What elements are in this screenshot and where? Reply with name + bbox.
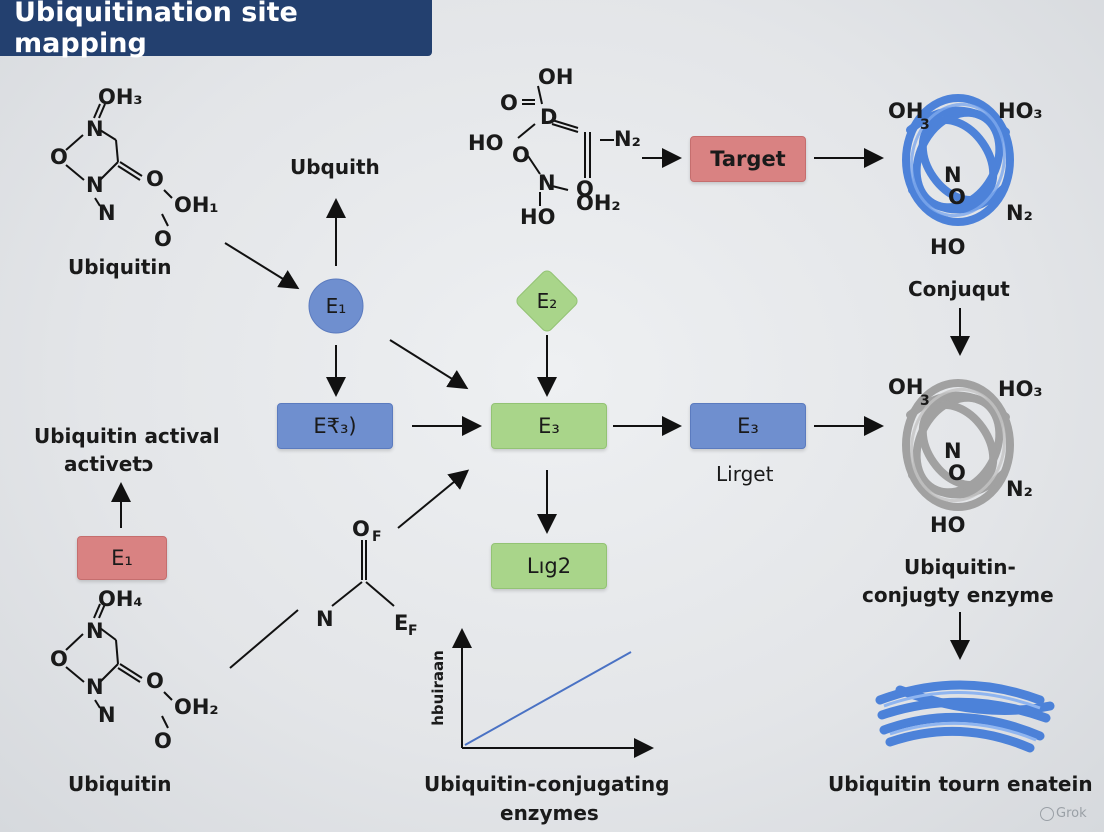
protein-label: O bbox=[948, 461, 966, 485]
enzyme-label-2: conjugty enzyme bbox=[862, 583, 1054, 607]
chem-label: N bbox=[538, 171, 556, 195]
e3-node-blue: E₃ bbox=[690, 403, 806, 449]
protein-label: 3 bbox=[920, 393, 930, 409]
chem-label: N bbox=[316, 607, 334, 631]
chem-label: O bbox=[146, 167, 164, 191]
protein-label: N bbox=[944, 163, 962, 187]
protein-label: N₂ bbox=[1006, 477, 1033, 501]
chem-label: O bbox=[50, 647, 68, 671]
e1-circle-label: E₁ bbox=[325, 294, 347, 318]
protein-structure-gray-highlight bbox=[910, 387, 1006, 503]
conjuqut-label: Conjuqut bbox=[908, 277, 1010, 301]
protein-label: N bbox=[944, 439, 962, 463]
target-node: Target bbox=[690, 136, 806, 182]
chem-label: OH₂ bbox=[174, 695, 219, 719]
lirget-label: Lirget bbox=[716, 462, 774, 486]
e1-red-node: E₁ bbox=[77, 536, 167, 580]
chem-structure-center bbox=[331, 540, 395, 607]
chem-label: OH₃ bbox=[98, 85, 143, 109]
ubiquitin-top-label: Ubiquitin bbox=[68, 255, 172, 279]
protein-structure-blue bbox=[902, 94, 1014, 226]
e2-diamond-label: E₂ bbox=[536, 289, 558, 313]
chem-label: F bbox=[372, 529, 382, 545]
protein-label: OH bbox=[888, 375, 924, 399]
chem-label: O bbox=[154, 729, 172, 753]
chem-label: O bbox=[154, 227, 172, 251]
e1-circle-node bbox=[308, 278, 364, 334]
chem-label: O bbox=[146, 669, 164, 693]
chem-label: O bbox=[512, 143, 530, 167]
protein-ribbon-highlight bbox=[883, 691, 1041, 742]
chem-label: F bbox=[408, 623, 418, 639]
ubiquitin-bottom-label: Ubiquitin bbox=[68, 772, 172, 796]
chem-label: D bbox=[540, 105, 558, 129]
chem-structure-bottom-left bbox=[65, 603, 173, 729]
protein-label: 3 bbox=[920, 117, 930, 133]
chem-label: HO bbox=[468, 131, 504, 155]
chart-caption-2: enzymes bbox=[500, 801, 599, 825]
watermark: Grok bbox=[1040, 802, 1087, 826]
chem-label: O bbox=[352, 517, 370, 541]
arrow-e1-to-e3 bbox=[389, 339, 469, 390]
grok-icon bbox=[1040, 806, 1054, 821]
protein-label: HO bbox=[930, 513, 966, 537]
chem-label: N bbox=[86, 619, 104, 643]
chem-label: E bbox=[394, 611, 409, 635]
protein-label: HO₃ bbox=[998, 99, 1043, 123]
chem-structure-top-center bbox=[517, 85, 614, 206]
e3-node-green: E₃ bbox=[491, 403, 607, 449]
activation-label-1: Ubiquitin actival bbox=[34, 424, 220, 448]
connector-ubiquitin-bottom bbox=[229, 609, 299, 669]
protein-label: O bbox=[948, 185, 966, 209]
chem-label: N bbox=[98, 201, 116, 225]
protein-label: HO bbox=[930, 235, 966, 259]
chart-caption-1: Ubiquitin-conjugating bbox=[424, 772, 670, 796]
arrow-center-to-e3 bbox=[397, 469, 470, 529]
e2-diamond-node bbox=[516, 270, 578, 332]
chem-label: N bbox=[86, 117, 104, 141]
chem-label: OH₁ bbox=[174, 193, 219, 217]
protein-label: OH bbox=[888, 99, 924, 123]
chem-label: N bbox=[86, 675, 104, 699]
chem-label: O bbox=[50, 145, 68, 169]
chem-label: HO bbox=[520, 205, 556, 229]
ubquith-label: Ubquith bbox=[290, 155, 380, 179]
chart-series-line bbox=[464, 651, 632, 746]
protein-ribbon-bottom bbox=[875, 680, 1055, 753]
chem-label: N₂ bbox=[614, 127, 641, 151]
ek3-node: E₹₃) bbox=[277, 403, 393, 449]
protein-label: HO₃ bbox=[998, 377, 1043, 401]
chart-y-label: hbuiraan bbox=[428, 650, 447, 726]
chem-label: OH₄ bbox=[98, 587, 143, 611]
title-banner: Ubiquitination site mapping bbox=[0, 0, 432, 59]
chem-label: OH₂ bbox=[576, 191, 621, 215]
chem-label: O bbox=[576, 177, 594, 201]
activation-label-2: activetɔ bbox=[64, 452, 154, 476]
page-title: Ubiquitination site mapping bbox=[14, 0, 298, 59]
protein-label: N₂ bbox=[1006, 201, 1033, 225]
arrow-ubiquitin-to-e1 bbox=[224, 242, 300, 290]
bottom-protein-label: Ubiquitin tourn enatein bbox=[828, 772, 1093, 796]
chem-label: N bbox=[86, 173, 104, 197]
protein-structure-blue-highlight bbox=[910, 102, 1006, 218]
chem-label: N bbox=[98, 703, 116, 727]
enzyme-label-1: Ubiquitin- bbox=[904, 555, 1016, 579]
lig2-node: Lıg2 bbox=[491, 543, 607, 589]
chem-label: OH bbox=[538, 65, 574, 89]
chem-structure-top-left bbox=[65, 103, 173, 227]
line-chart bbox=[452, 628, 654, 758]
chem-label: O bbox=[500, 91, 518, 115]
